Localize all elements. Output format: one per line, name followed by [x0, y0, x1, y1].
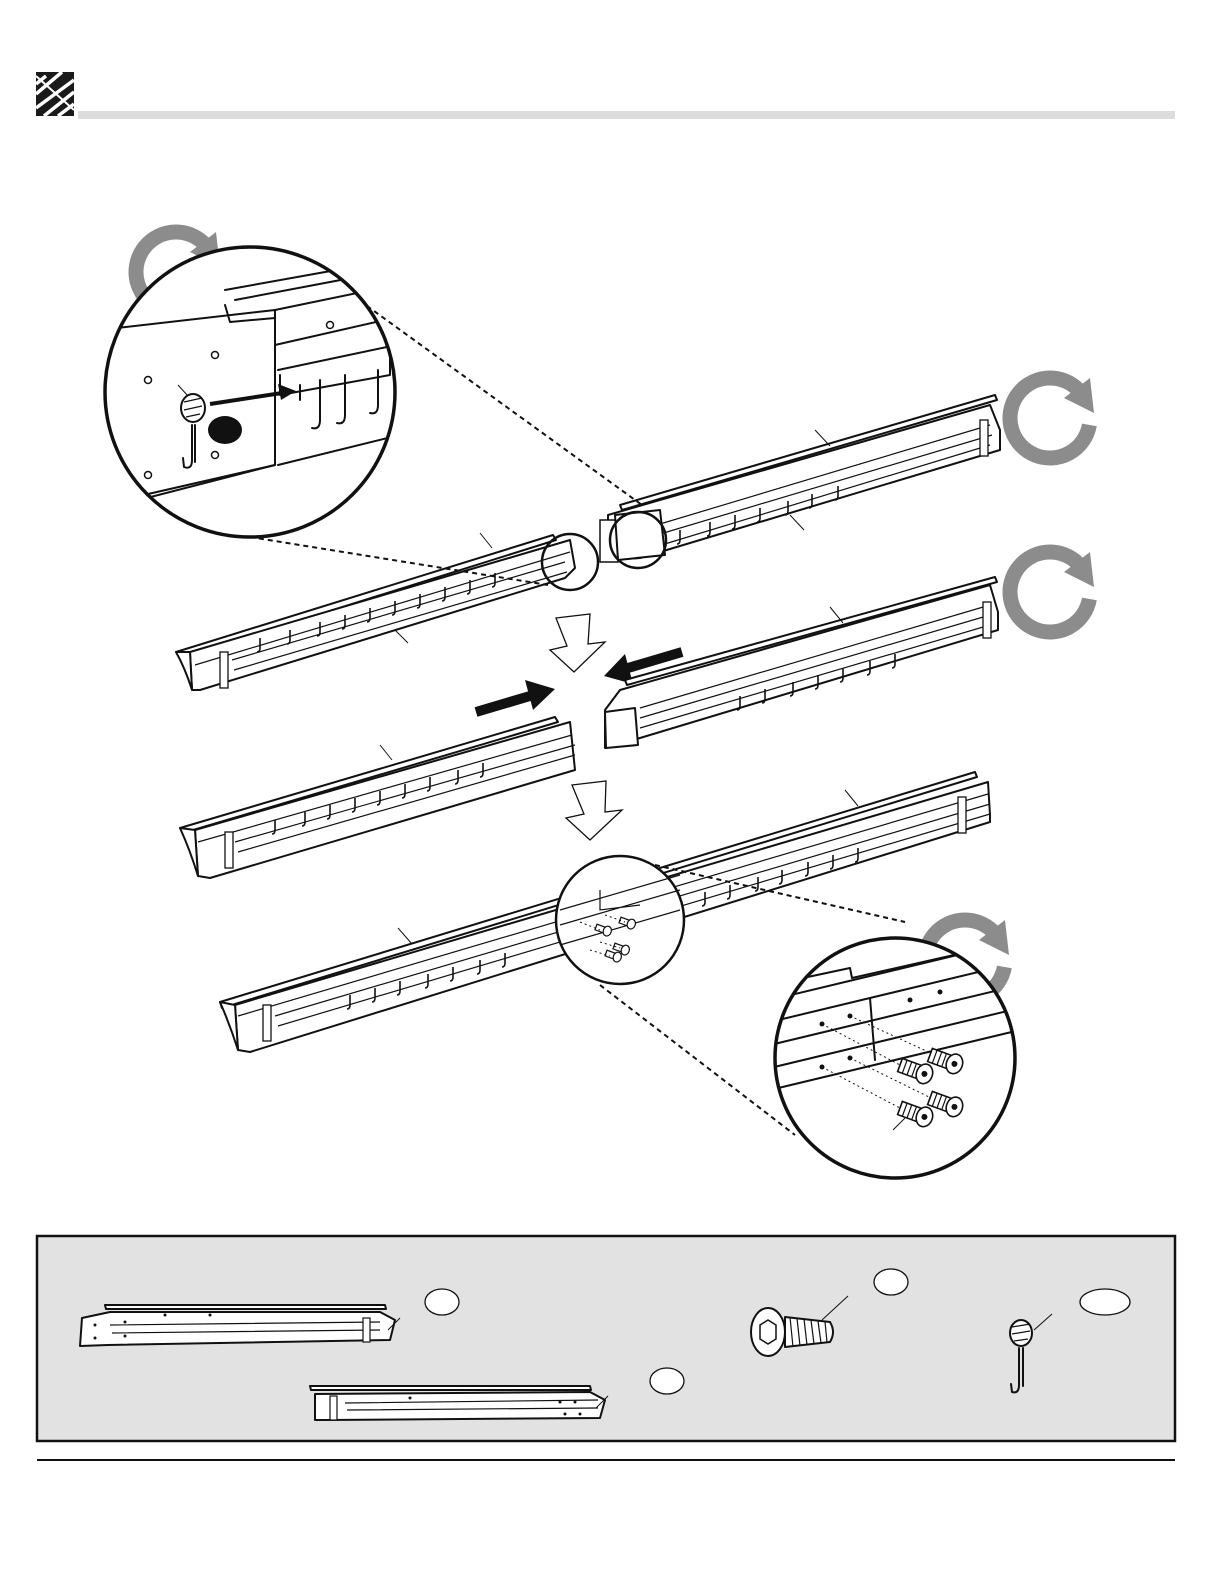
hook-attachment-detail: [100, 247, 420, 537]
part-label-oval: [874, 1269, 908, 1295]
rail-right-step1: [600, 395, 1000, 562]
rotate-icon: [1010, 378, 1094, 458]
step-arrow-down: [550, 614, 605, 672]
parts-panel: [37, 1236, 1175, 1441]
step-arrow-down: [566, 781, 622, 840]
rail-left-step2: [180, 717, 575, 878]
push-arrow-right: [476, 680, 555, 712]
rotate-icon: [1010, 552, 1094, 632]
header-bar: [78, 111, 1175, 119]
part-label-oval: [1080, 1289, 1130, 1315]
part-label-oval: [650, 1368, 684, 1394]
part-label-oval: [425, 1289, 459, 1315]
brand-logo: [36, 72, 74, 116]
screw-attachment-detail: [770, 938, 1020, 1178]
callout-circle-screws: [556, 856, 684, 984]
rail-left-step1: [176, 535, 575, 690]
long-rail-icon: [80, 1305, 395, 1346]
hole-marker: [208, 416, 242, 444]
footer-rule: [37, 1459, 1175, 1461]
